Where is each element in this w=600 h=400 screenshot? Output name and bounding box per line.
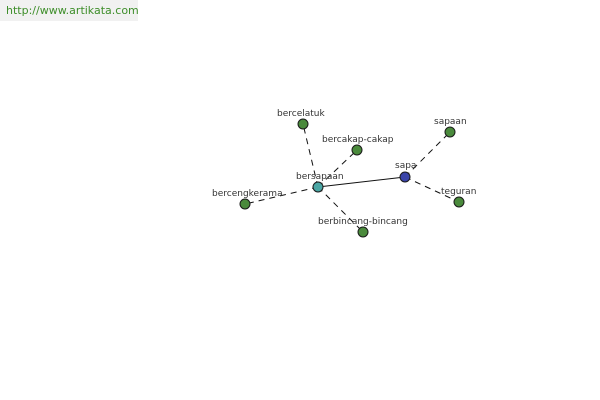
node-bersapaan[interactable] <box>312 181 324 193</box>
node-bercelatuk[interactable] <box>297 118 309 130</box>
graph-labels: bersapaan sapa bercelatuk bercakap-cakap ber… <box>212 109 476 227</box>
node-sapaan[interactable] <box>444 126 456 138</box>
watermark-url: http://www.artikata.com <box>0 0 139 21</box>
edge-sapa-teguran <box>404 176 460 203</box>
node-bercengkerama[interactable] <box>239 198 251 210</box>
label-bercengkerama: bercengkerama <box>212 189 283 199</box>
label-bercakap-cakap: bercakap-cakap <box>322 135 394 145</box>
node-teguran[interactable] <box>453 196 465 208</box>
label-bersapaan: bersapaan <box>296 172 344 182</box>
graph-edges <box>244 123 460 233</box>
label-sapaan: sapaan <box>434 117 467 127</box>
label-berbincang-bincang: berbincang-bincang <box>318 217 408 227</box>
label-bercelatuk: bercelatuk <box>277 109 325 119</box>
node-sapa[interactable] <box>399 171 411 183</box>
label-teguran: teguran <box>441 187 476 197</box>
node-berbincang-bincang[interactable] <box>357 226 369 238</box>
edge-bersapaan-bercengkerama <box>244 186 319 205</box>
edge-bersapaan-bercakap-cakap <box>317 149 358 188</box>
label-sapa: sapa <box>395 161 416 171</box>
graph-nodes <box>239 118 465 238</box>
edge-bersapaan-sapa <box>317 176 406 188</box>
node-bercakap-cakap[interactable] <box>351 144 363 156</box>
